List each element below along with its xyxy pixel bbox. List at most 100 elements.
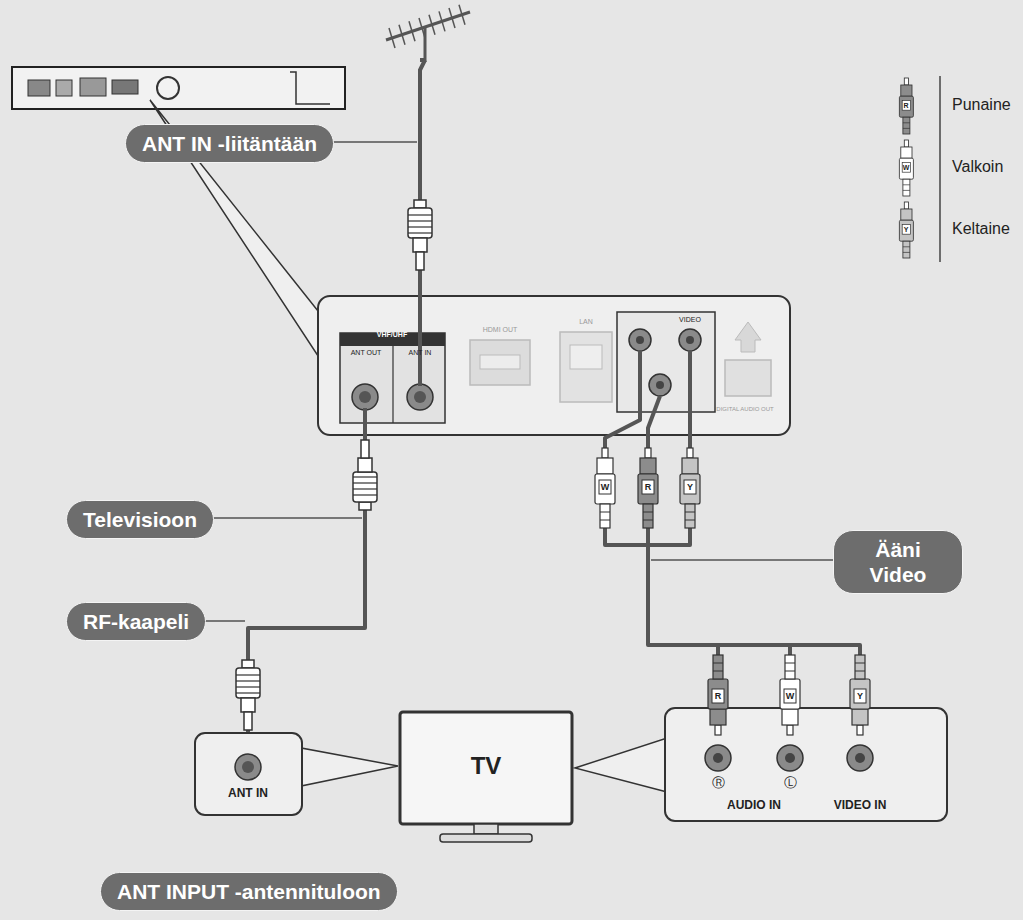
port-label: LAN (579, 318, 593, 326)
tv-antenna-inset-drawing (235, 754, 261, 780)
tv-antenna (449, 8, 455, 28)
tv-antenna (424, 27, 427, 62)
television-drawing (400, 712, 572, 842)
tv-antenna (459, 5, 465, 25)
callout-text: Ääni Video (850, 537, 946, 587)
tv-antenna (386, 12, 470, 40)
tv-antenna (439, 11, 445, 31)
television: TV (400, 712, 572, 824)
port-label: TV (471, 752, 502, 780)
legend-text: Valkoin (952, 157, 1003, 176)
av-cable (605, 526, 648, 545)
antenna-cable (420, 60, 425, 202)
tv-antenna (419, 18, 425, 38)
port-label: Ⓛ (784, 776, 797, 791)
plug-letter: R (903, 102, 908, 109)
tv-antenna (389, 28, 395, 48)
port-label: ANT IN (409, 349, 432, 357)
legend-plug (899, 202, 913, 258)
callout-label: ANT IN -liitäntään (125, 124, 334, 163)
av-cable (363, 408, 367, 442)
rear-panel-drawing (470, 340, 530, 385)
plug-letter: Y (857, 692, 863, 701)
coax-plug (236, 200, 432, 730)
rca-plug (595, 448, 870, 735)
tv-antenna (386, 5, 470, 62)
rear-panel-drawing (725, 360, 771, 396)
port-label: ANT OUT (351, 349, 382, 357)
callout-text: Televisioon (83, 507, 197, 532)
rear-panel-drawing (686, 336, 694, 344)
tv-av-inset-drawing (847, 745, 873, 771)
player-rear (12, 67, 345, 109)
tv-antenna-inset-drawing (195, 733, 302, 815)
plug-letter: R (715, 692, 722, 701)
rear-panel-drawing (407, 384, 433, 410)
tv-av-inset-drawing (855, 753, 865, 763)
legend-plug (899, 78, 913, 134)
port-label: VIDEO IN (834, 799, 887, 813)
plug-letter: W (786, 692, 795, 701)
rear-panel-drawing (679, 329, 701, 351)
tv-av-inset-drawing (705, 745, 731, 771)
plug-letter: Y (904, 226, 909, 233)
rca-plug (595, 448, 615, 528)
legend-text: Punaine (952, 95, 1011, 114)
av-cable (365, 270, 860, 657)
tv-av-inset-drawing (777, 745, 803, 771)
rear-panel-drawing (560, 332, 612, 402)
rear-panel-drawing (392, 346, 393, 423)
player-rear (28, 80, 50, 96)
plug-letter: W (601, 483, 610, 492)
rear-panel-drawing (656, 381, 664, 389)
rca-plug (780, 655, 800, 735)
av-cable (688, 350, 692, 450)
legend-text: Keltaine (952, 219, 1010, 238)
rear-panel-drawing (359, 391, 371, 403)
rear-panel-drawing (636, 336, 644, 344)
callout-pointer (301, 748, 398, 786)
cable (248, 435, 365, 733)
rear-panel-drawing (735, 322, 761, 352)
cable (648, 435, 790, 708)
rear-panel-drawing (340, 333, 445, 423)
tv-av-inset-drawing (665, 708, 947, 821)
av-cable (648, 396, 660, 450)
av-cable (605, 350, 640, 450)
av-cable (788, 645, 792, 657)
port-label: VHF/UHF (377, 331, 407, 339)
tv-av-inset-drawing (785, 753, 795, 763)
av-cable (718, 645, 860, 657)
callout-label: RF-kaapeli (66, 602, 206, 641)
rear-panel-drawing (480, 355, 520, 369)
player-rear (290, 72, 330, 104)
port-label: VIDEO (679, 316, 701, 324)
rear-panel: VHF/UHF ANT OUT ANT IN HDMI OUT LAN VIDEO DIGI… (318, 296, 790, 435)
leader-line (150, 142, 880, 621)
callout-label: Ääni Video (833, 530, 963, 594)
tv-antenna (409, 21, 415, 41)
player-rear (157, 77, 179, 99)
rca-plug (850, 655, 870, 735)
legend-plug (899, 76, 940, 262)
coax-plug (236, 660, 260, 730)
rca-plug (638, 448, 658, 528)
plug-letter: W (903, 164, 910, 171)
television-drawing (400, 712, 572, 824)
tv-antenna-inset-drawing (195, 733, 302, 815)
rear-panel-drawing (352, 384, 378, 410)
legend-plug (899, 140, 913, 196)
tv-antenna-inset: ANT IN (195, 733, 302, 815)
rca-plug (680, 448, 700, 528)
player-rear (12, 67, 345, 109)
port-label: DIGITAL AUDIO OUT (716, 406, 773, 413)
port-label: HDMI OUT (483, 326, 518, 334)
player-rear (56, 80, 72, 96)
player-rear (80, 78, 106, 96)
tv-antenna (399, 25, 405, 45)
tv-antenna-inset-drawing (242, 761, 254, 773)
plug-letter: R (645, 483, 652, 492)
rear-panel-drawing (414, 391, 426, 403)
television-drawing (440, 834, 532, 842)
plug-letter: Y (687, 483, 693, 492)
